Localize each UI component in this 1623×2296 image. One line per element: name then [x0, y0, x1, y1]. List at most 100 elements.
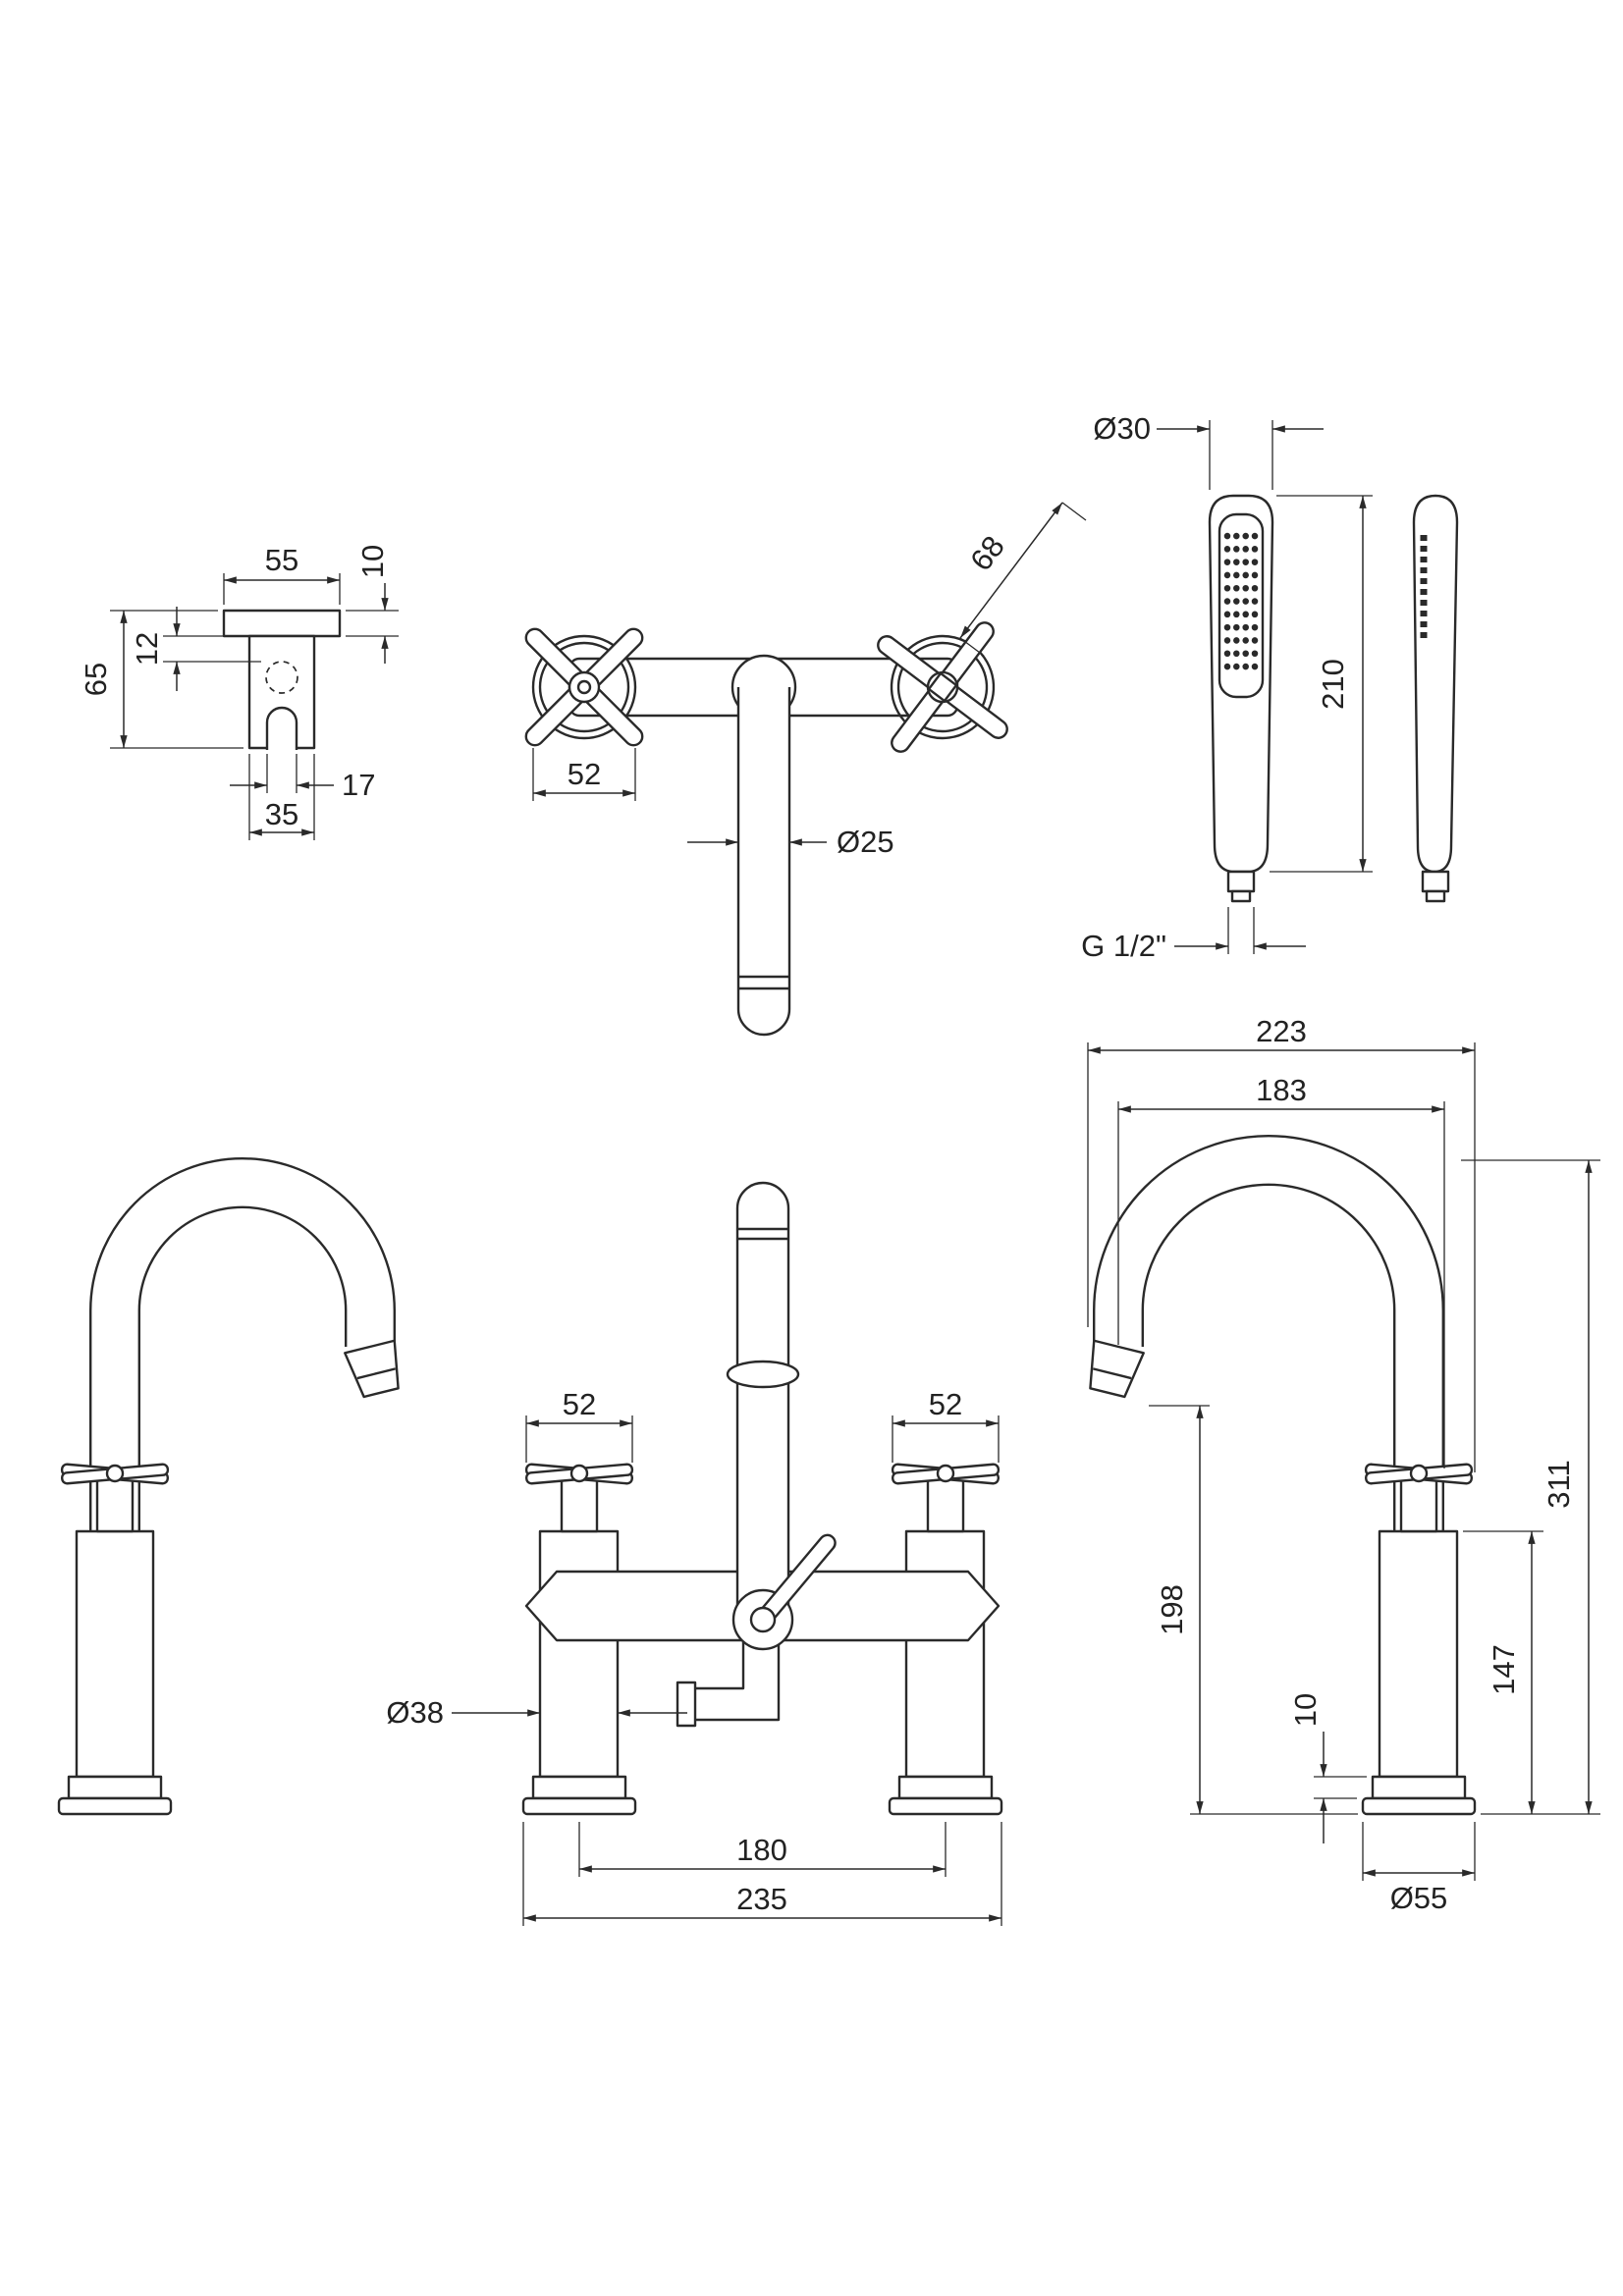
- right-handle-hub: [926, 1476, 965, 1533]
- dim-handle-diagonal-label: 68: [963, 529, 1011, 577]
- dim-handset-length-label: 210: [1316, 659, 1350, 710]
- left-handle-plan: [524, 627, 644, 747]
- handle-hub-detail: [576, 679, 592, 695]
- column-flange: [67, 1775, 163, 1800]
- right-leg-flange: [897, 1775, 994, 1800]
- right-leg: [904, 1529, 986, 1779]
- column-base: [57, 1796, 173, 1816]
- dim-handle-width-plan: 52: [532, 748, 636, 801]
- dim-handle-width-plan-label: 52: [568, 757, 601, 791]
- dim-handset-diameter: Ø30: [1093, 411, 1324, 490]
- left-leg-flange: [531, 1775, 627, 1800]
- dim-bracket-height: 65: [79, 610, 243, 749]
- dim-base-diameter-label: Ø55: [1390, 1881, 1448, 1915]
- dim-spout-reach-label: 183: [1256, 1073, 1307, 1107]
- handle-rim-inner: [538, 641, 630, 733]
- handle-hub: [1399, 1476, 1438, 1533]
- plan-view: 68 52 Ø25: [524, 502, 1087, 1037]
- dim-handset-thread: G 1/2": [1081, 907, 1306, 963]
- dim-plate-offset: 12: [130, 607, 261, 691]
- dim-body-height-label: 147: [1487, 1644, 1521, 1695]
- dim-right-handle-width-label: 52: [929, 1387, 962, 1421]
- bracket-wall-plate: [222, 609, 342, 638]
- handset-side-body: [1412, 494, 1459, 874]
- handle-hub-detail: [927, 671, 958, 703]
- dim-overall-width-label: 235: [736, 1882, 787, 1916]
- diverter-boss-center: [749, 1606, 777, 1633]
- dim-base-plate-height-label: 10: [1288, 1693, 1323, 1727]
- aerator-tip: [344, 1339, 400, 1399]
- dim-body-height: 147: [1463, 1530, 1543, 1814]
- bracket-hook-slot: [265, 706, 298, 750]
- dim-tap-centres: 180: [578, 1822, 947, 1877]
- right-handle-plan: [877, 621, 1008, 753]
- column-flange: [1371, 1775, 1467, 1800]
- dim-handset-diameter-label: Ø30: [1093, 411, 1151, 446]
- handset-side-nozzle: [1421, 870, 1450, 893]
- column-base: [1361, 1796, 1477, 1816]
- dim-spout-reach: 183: [1117, 1073, 1445, 1468]
- dim-bracket-body-width: 35: [248, 754, 315, 840]
- spout-curve-collar: [726, 1360, 800, 1389]
- handle-rim-outer: [531, 634, 637, 740]
- right-handle-knob: [936, 1464, 955, 1483]
- dim-plate-thickness-label: 10: [355, 545, 390, 578]
- dim-spout-diameter-label: Ø25: [837, 825, 894, 859]
- dim-overall-projection: 223: [1087, 1014, 1476, 1472]
- spout-tube-plan: [736, 687, 791, 1037]
- spout-tip: [344, 1339, 400, 1399]
- right-leg-base: [888, 1796, 1003, 1816]
- dim-base-plate-height: 10: [1288, 1693, 1367, 1843]
- column-body: [1378, 1529, 1459, 1779]
- spout-riser: [735, 1181, 790, 1620]
- dim-plate-thickness: 10: [346, 545, 399, 664]
- left-leg-base: [521, 1796, 637, 1816]
- dim-tap-centres-label: 180: [736, 1833, 787, 1867]
- left-leg: [538, 1529, 620, 1779]
- dim-body-diameter: Ø38: [386, 1695, 687, 1730]
- handle-knob: [105, 1464, 125, 1483]
- dim-handset-length: 210: [1270, 495, 1373, 873]
- dim-spout-outlet-height-label: 198: [1155, 1584, 1189, 1635]
- aerator-tip-band: [356, 1367, 396, 1380]
- dim-hook-inner-label: 17: [342, 768, 375, 802]
- aerator-tip: [1089, 1339, 1145, 1399]
- dim-overall-projection-label: 223: [1256, 1014, 1307, 1048]
- dim-overall-height: 311: [1461, 1159, 1600, 1815]
- dim-hook-inner: 17: [230, 754, 375, 802]
- dim-plate-offset-label: 12: [130, 632, 164, 666]
- column-body: [75, 1529, 155, 1779]
- left-handle-knob: [569, 1464, 589, 1483]
- dim-body-diameter-label: Ø38: [386, 1695, 444, 1730]
- dim-overall-width: 235: [522, 1822, 1002, 1926]
- handset-side-nozzle-thread: [1425, 889, 1446, 903]
- shower-outlet-elbow: [691, 1638, 781, 1722]
- dim-right-handle-width: 52: [892, 1387, 1000, 1463]
- side-elevation-view: 223 183 198 311 147 10: [1087, 1014, 1600, 1915]
- dim-base-diameter: Ø55: [1362, 1822, 1476, 1915]
- handset-spray-face: [1217, 512, 1265, 699]
- handle-hub: [568, 670, 601, 704]
- handle-rim-inner: [896, 641, 989, 733]
- dim-left-handle-width: 52: [525, 1387, 633, 1463]
- gooseneck-spout-fill: [91, 1159, 394, 1530]
- front-elevation-view: 52 52 Ø38 180 235: [386, 1181, 1003, 1926]
- hose-connector: [676, 1681, 697, 1728]
- spout-tip: [1089, 1339, 1145, 1399]
- left-handle-hub: [560, 1476, 599, 1533]
- dim-bracket-width-label: 55: [265, 543, 298, 577]
- aerator-tip-band: [1093, 1367, 1132, 1380]
- dim-handset-thread-label: G 1/2": [1081, 929, 1166, 963]
- handset-nozzle-thread: [1230, 889, 1252, 903]
- bracket-hidden-hole: [265, 661, 298, 694]
- dim-spout-diameter: Ø25: [687, 825, 894, 859]
- handset-nozzle: [1226, 870, 1256, 893]
- handset-view: Ø30 210 G 1/2": [1081, 411, 1459, 963]
- gooseneck-spout-fill: [1095, 1137, 1442, 1530]
- dim-bracket-body-width-label: 35: [265, 797, 298, 831]
- spout-profile-view: [57, 1157, 400, 1816]
- dim-bracket-width: 55: [223, 543, 341, 605]
- handle-rim-outer: [890, 634, 996, 740]
